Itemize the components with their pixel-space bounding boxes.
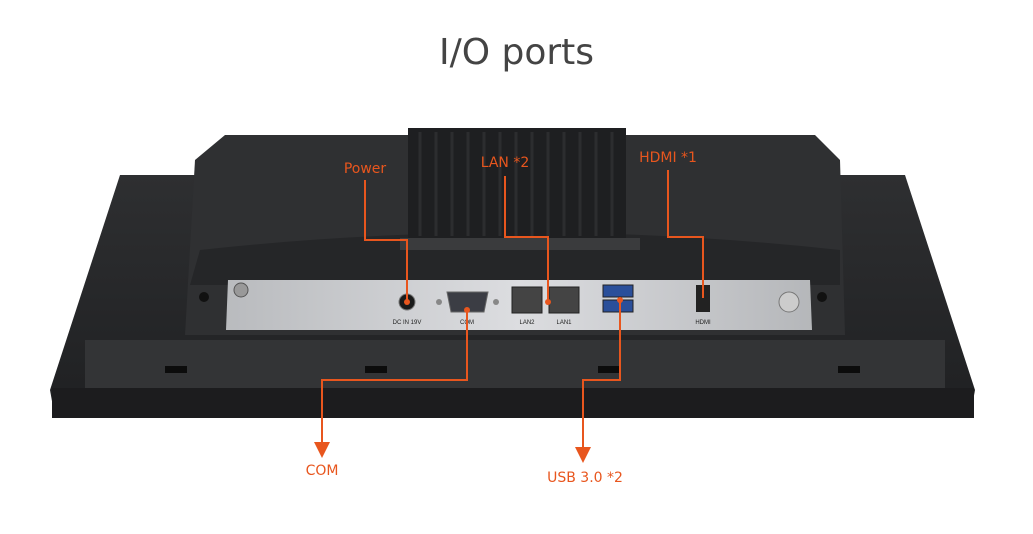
com-port: [446, 291, 489, 313]
page-title: I/O ports: [438, 32, 595, 73]
power-button: [778, 291, 800, 313]
dc-in-label: DC IN 19V: [393, 320, 422, 326]
bezel-ledge: [85, 340, 945, 388]
callout-power: Power: [344, 161, 387, 177]
callout-hdmi: HDMI *1: [639, 150, 697, 166]
heatsink-fins: [418, 132, 614, 236]
bezel-edge: [52, 388, 974, 418]
callout-lines: [314, 170, 704, 463]
hdmi-port: [696, 285, 710, 312]
callout-lan: LAN *2: [481, 155, 530, 171]
lan1-port: [548, 286, 580, 314]
lan2-label: LAN2: [519, 320, 535, 326]
hdmi-label: HDMI: [695, 320, 711, 326]
lan1-label: LAN1: [556, 320, 572, 326]
callout-com: COM: [306, 463, 339, 479]
mount-slots: [165, 366, 860, 373]
ground-screw: [233, 282, 249, 298]
callout-usb: USB 3.0 *2: [547, 470, 623, 486]
lan2-port: [511, 286, 543, 314]
usb-port-top: [602, 284, 634, 298]
